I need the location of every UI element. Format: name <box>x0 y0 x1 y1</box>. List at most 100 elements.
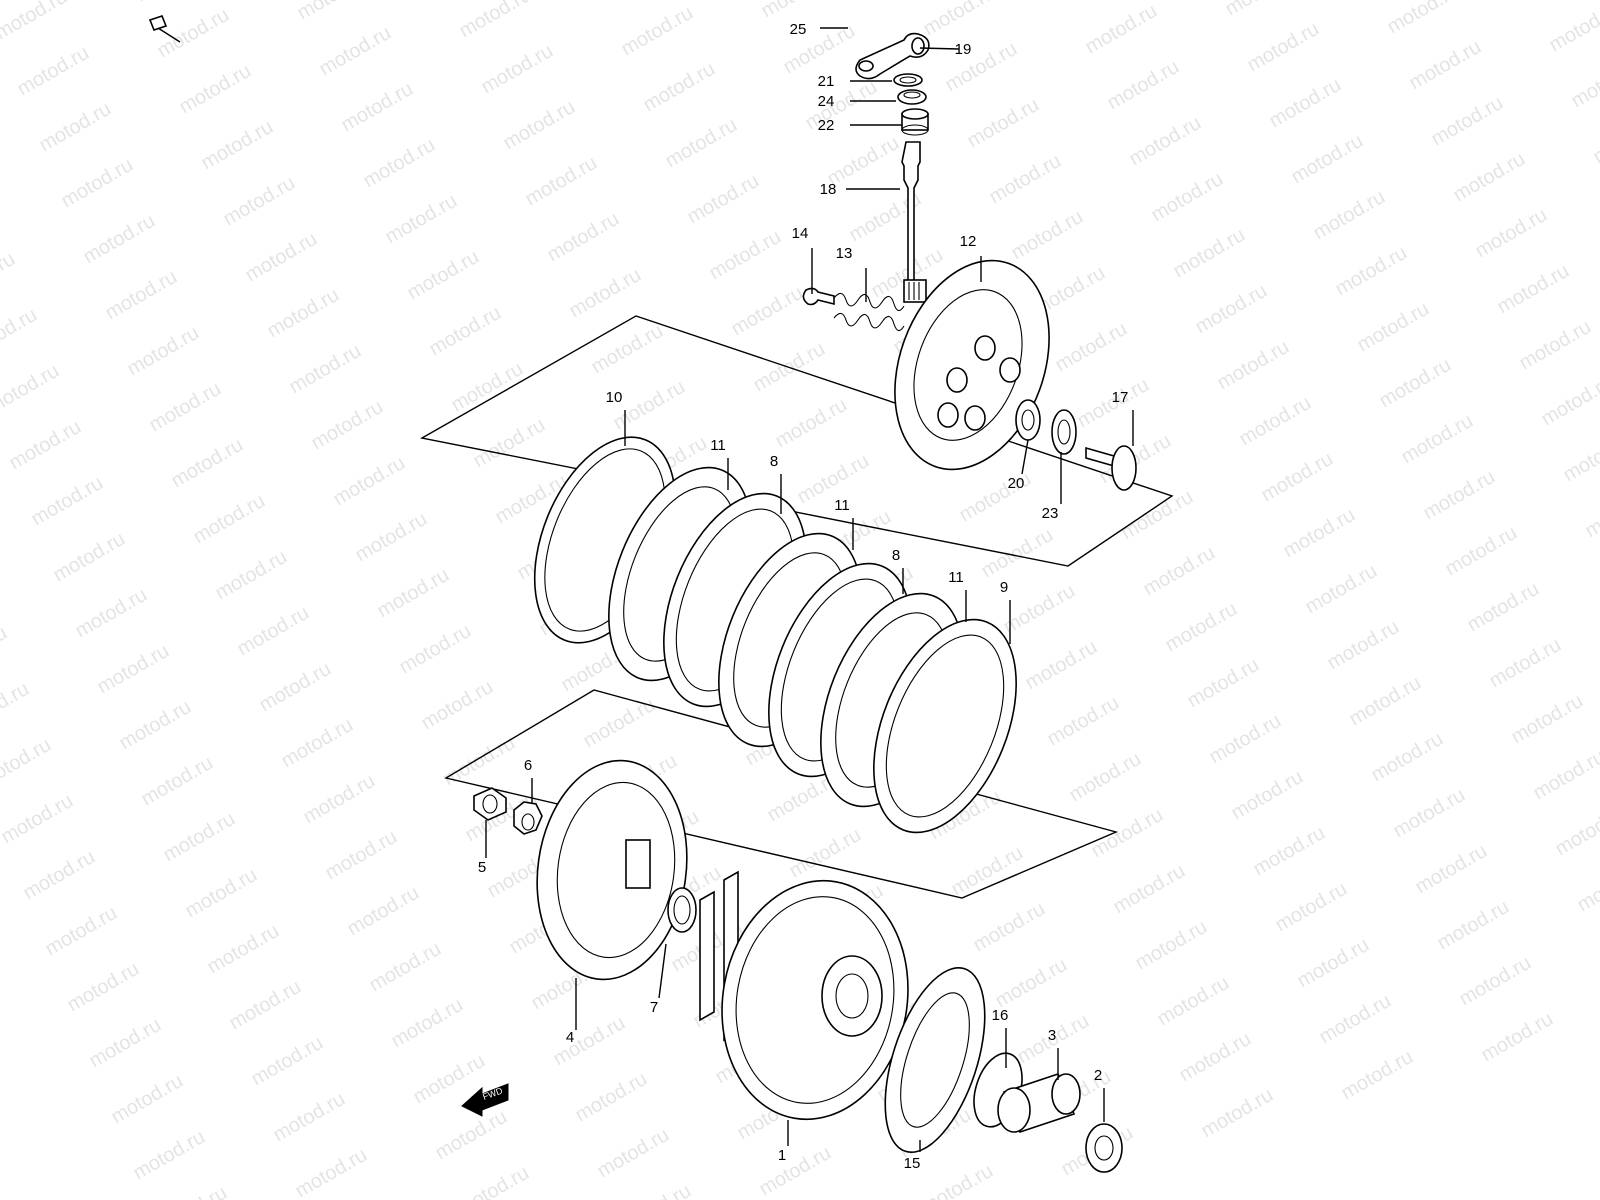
watermark-text: motod.ru <box>64 958 143 1017</box>
watermark-text: motod.ru <box>1582 484 1600 543</box>
watermark-text: motod.ru <box>432 1106 511 1165</box>
callout-leader-line <box>658 943 667 999</box>
watermark-text: motod.ru <box>662 114 741 173</box>
watermark-text: motod.ru <box>1596 914 1600 973</box>
watermark-text: motod.ru <box>992 954 1071 1013</box>
callout-number-c13: 13 <box>836 245 853 262</box>
watermark-text: motod.ru <box>728 282 807 341</box>
watermark-text: motod.ru <box>1066 748 1145 807</box>
release-bearing-set <box>1015 399 1137 491</box>
callout-number-c11c: 11 <box>948 569 964 586</box>
watermark-text: motod.ru <box>382 190 461 249</box>
watermark-text: motod.ru <box>580 694 659 753</box>
watermark-text: motod.ru <box>454 1162 533 1200</box>
watermark-text: motod.ru <box>426 302 505 361</box>
watermark-text: motod.ru <box>640 58 719 117</box>
watermark-text: motod.ru <box>1538 372 1600 431</box>
watermark-text: motod.ru <box>786 824 865 883</box>
watermark-text: motod.ru <box>1132 916 1211 975</box>
watermark-text: motod.ru <box>1310 186 1389 245</box>
watermark-text: motod.ru <box>1412 840 1491 899</box>
watermark-text: motod.ru <box>1376 354 1455 413</box>
watermark-text: motod.ru <box>1346 672 1425 731</box>
watermark-text: motod.ru <box>594 1124 673 1183</box>
watermark-text: motod.ru <box>50 528 129 587</box>
watermark-text: motod.ru <box>352 508 431 567</box>
watermark-text: motod.ru <box>108 1070 187 1129</box>
watermark-text: motod.ru <box>42 902 121 961</box>
callout-number-c4: 4 <box>566 1029 574 1046</box>
watermark-text: motod.ru <box>234 602 313 661</box>
callout-number-c11b: 11 <box>834 497 850 514</box>
watermark-text: motod.ru <box>942 38 1021 97</box>
watermark-text: motod.ru <box>756 1142 835 1200</box>
watermark-text: motod.ru <box>1170 224 1249 283</box>
watermark-text: motod.ru <box>522 152 601 211</box>
watermark-text: motod.ru <box>264 284 343 343</box>
watermark-text: motod.ru <box>344 882 423 941</box>
callout-number-c20: 20 <box>1008 475 1025 492</box>
callout-number-c6: 6 <box>524 757 532 774</box>
watermark-text: motod.ru <box>190 490 269 549</box>
watermark-text: motod.ru <box>1154 972 1233 1031</box>
watermark-text: motod.ru <box>920 0 999 40</box>
clutch-plates-stack <box>533 436 1017 834</box>
callout-leader-line <box>1021 439 1029 475</box>
callout-number-c18: 18 <box>820 181 837 198</box>
watermark-text: motod.ru <box>1456 952 1535 1011</box>
callout-number-c2: 2 <box>1094 1067 1102 1084</box>
watermark-text: motod.ru <box>1198 1084 1277 1143</box>
watermark-text: motod.ru <box>72 584 151 643</box>
watermark-text: motod.ru <box>1088 804 1167 863</box>
watermark-text: motod.ru <box>1434 896 1513 955</box>
watermark-text: motod.ru <box>1560 428 1600 487</box>
watermark-text: motod.ru <box>1008 206 1087 265</box>
callout-number-c23: 23 <box>1042 505 1059 522</box>
watermark-text: motod.ru <box>292 1144 371 1200</box>
watermark-text: motod.ru <box>1398 410 1477 469</box>
watermark-text: motod.ru <box>616 1180 695 1200</box>
watermark-text: motod.ru <box>970 898 1049 957</box>
watermark-text: motod.ru <box>706 226 785 285</box>
watermark-text: motod.ru <box>1338 1046 1417 1105</box>
watermark-text: motod.ru <box>248 1032 327 1091</box>
watermark-text: motod.ru <box>360 134 439 193</box>
watermark-text: motod.ru <box>1192 280 1271 339</box>
watermark-text: motod.ru <box>1244 18 1323 77</box>
watermark-text: motod.ru <box>684 170 763 229</box>
watermark-text: motod.ru <box>212 546 291 605</box>
watermark-text: motod.ru <box>1288 130 1367 189</box>
callout-number-c19: 19 <box>955 41 972 58</box>
watermark-text: motod.ru <box>168 434 247 493</box>
watermark-text: motod.ru <box>1478 1008 1557 1067</box>
callout-number-c11a: 11 <box>710 437 726 454</box>
watermark-text: motod.ru <box>1052 318 1131 377</box>
callout-number-c24: 24 <box>818 93 835 110</box>
watermark-text: motod.ru <box>1176 1028 1255 1087</box>
callout-number-c7: 7 <box>650 999 658 1016</box>
watermark-text: motod.ru <box>1082 0 1161 58</box>
watermark-text: motod.ru <box>396 620 475 679</box>
watermark-text: motod.ru <box>588 320 667 379</box>
watermark-text: motod.ru <box>1568 54 1600 113</box>
watermark-text: motod.ru <box>152 1182 231 1200</box>
watermark-text: motod.ru <box>132 0 211 6</box>
watermark-text: motod.ru <box>1516 316 1595 375</box>
callout-number-c15: 15 <box>904 1155 921 1172</box>
watermark-text: motod.ru <box>1250 822 1329 881</box>
watermark-text: motod.ru <box>94 640 173 699</box>
watermark-text: motod.ru <box>0 734 55 793</box>
watermark-text: motod.ru <box>758 0 837 22</box>
spring-bolt-set <box>802 287 905 332</box>
watermark-text: motod.ru <box>1184 654 1263 713</box>
watermark-text: motod.ru <box>14 42 93 101</box>
primary-gear-set <box>884 966 1123 1173</box>
watermark-text: motod.ru <box>86 1014 165 1073</box>
callout-number-c14: 14 <box>792 225 809 242</box>
watermark-text: motod.ru <box>1324 616 1403 675</box>
watermark-text: motod.ru <box>338 78 417 137</box>
watermark-text: motod.ru <box>0 360 63 419</box>
pressure-plate <box>894 259 1050 471</box>
callout-number-c8b: 8 <box>892 547 900 564</box>
watermark-text: motod.ru <box>138 752 217 811</box>
